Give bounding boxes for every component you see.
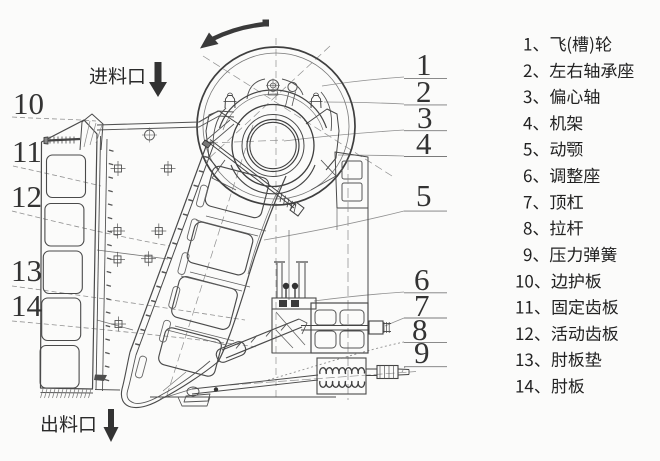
svg-text:14: 14 (11, 288, 43, 323)
svg-text:10、边护板: 10、边护板 (515, 267, 602, 292)
svg-text:2、左右轴承座: 2、左右轴承座 (523, 57, 634, 82)
svg-text:8: 8 (412, 312, 428, 347)
svg-text:11、固定齿板: 11、固定齿板 (515, 294, 619, 319)
svg-text:13、肘板垫: 13、肘板垫 (515, 346, 602, 371)
svg-text:7、顶杠: 7、顶杠 (523, 188, 583, 213)
svg-text:1、飞(槽)轮: 1、飞(槽)轮 (523, 31, 612, 56)
svg-text:12、活动齿板: 12、活动齿板 (515, 320, 619, 345)
svg-text:进料口: 进料口 (89, 62, 146, 89)
svg-text:5: 5 (416, 178, 432, 213)
svg-text:出料口: 出料口 (40, 410, 97, 437)
svg-text:4: 4 (416, 126, 432, 161)
svg-text:4、机架: 4、机架 (523, 109, 583, 134)
svg-text:8、拉杆: 8、拉杆 (523, 215, 583, 240)
svg-text:12: 12 (11, 179, 42, 214)
svg-text:3: 3 (417, 100, 433, 135)
svg-text:13: 13 (11, 253, 42, 288)
svg-text:14、肘板: 14、肘板 (515, 373, 585, 398)
svg-text:5、动颚: 5、动颚 (523, 136, 583, 161)
svg-text:3、偏心轴: 3、偏心轴 (523, 83, 600, 108)
svg-text:9、压力弹簧: 9、压力弹簧 (523, 241, 617, 266)
svg-text:7: 7 (414, 288, 430, 323)
svg-text:11: 11 (12, 134, 42, 169)
svg-text:9: 9 (414, 335, 430, 370)
svg-text:2: 2 (416, 74, 432, 109)
svg-text:10: 10 (13, 86, 44, 121)
svg-text:6、调整座: 6、调整座 (523, 162, 600, 187)
svg-text:1: 1 (416, 47, 432, 82)
svg-text:6: 6 (414, 262, 430, 297)
